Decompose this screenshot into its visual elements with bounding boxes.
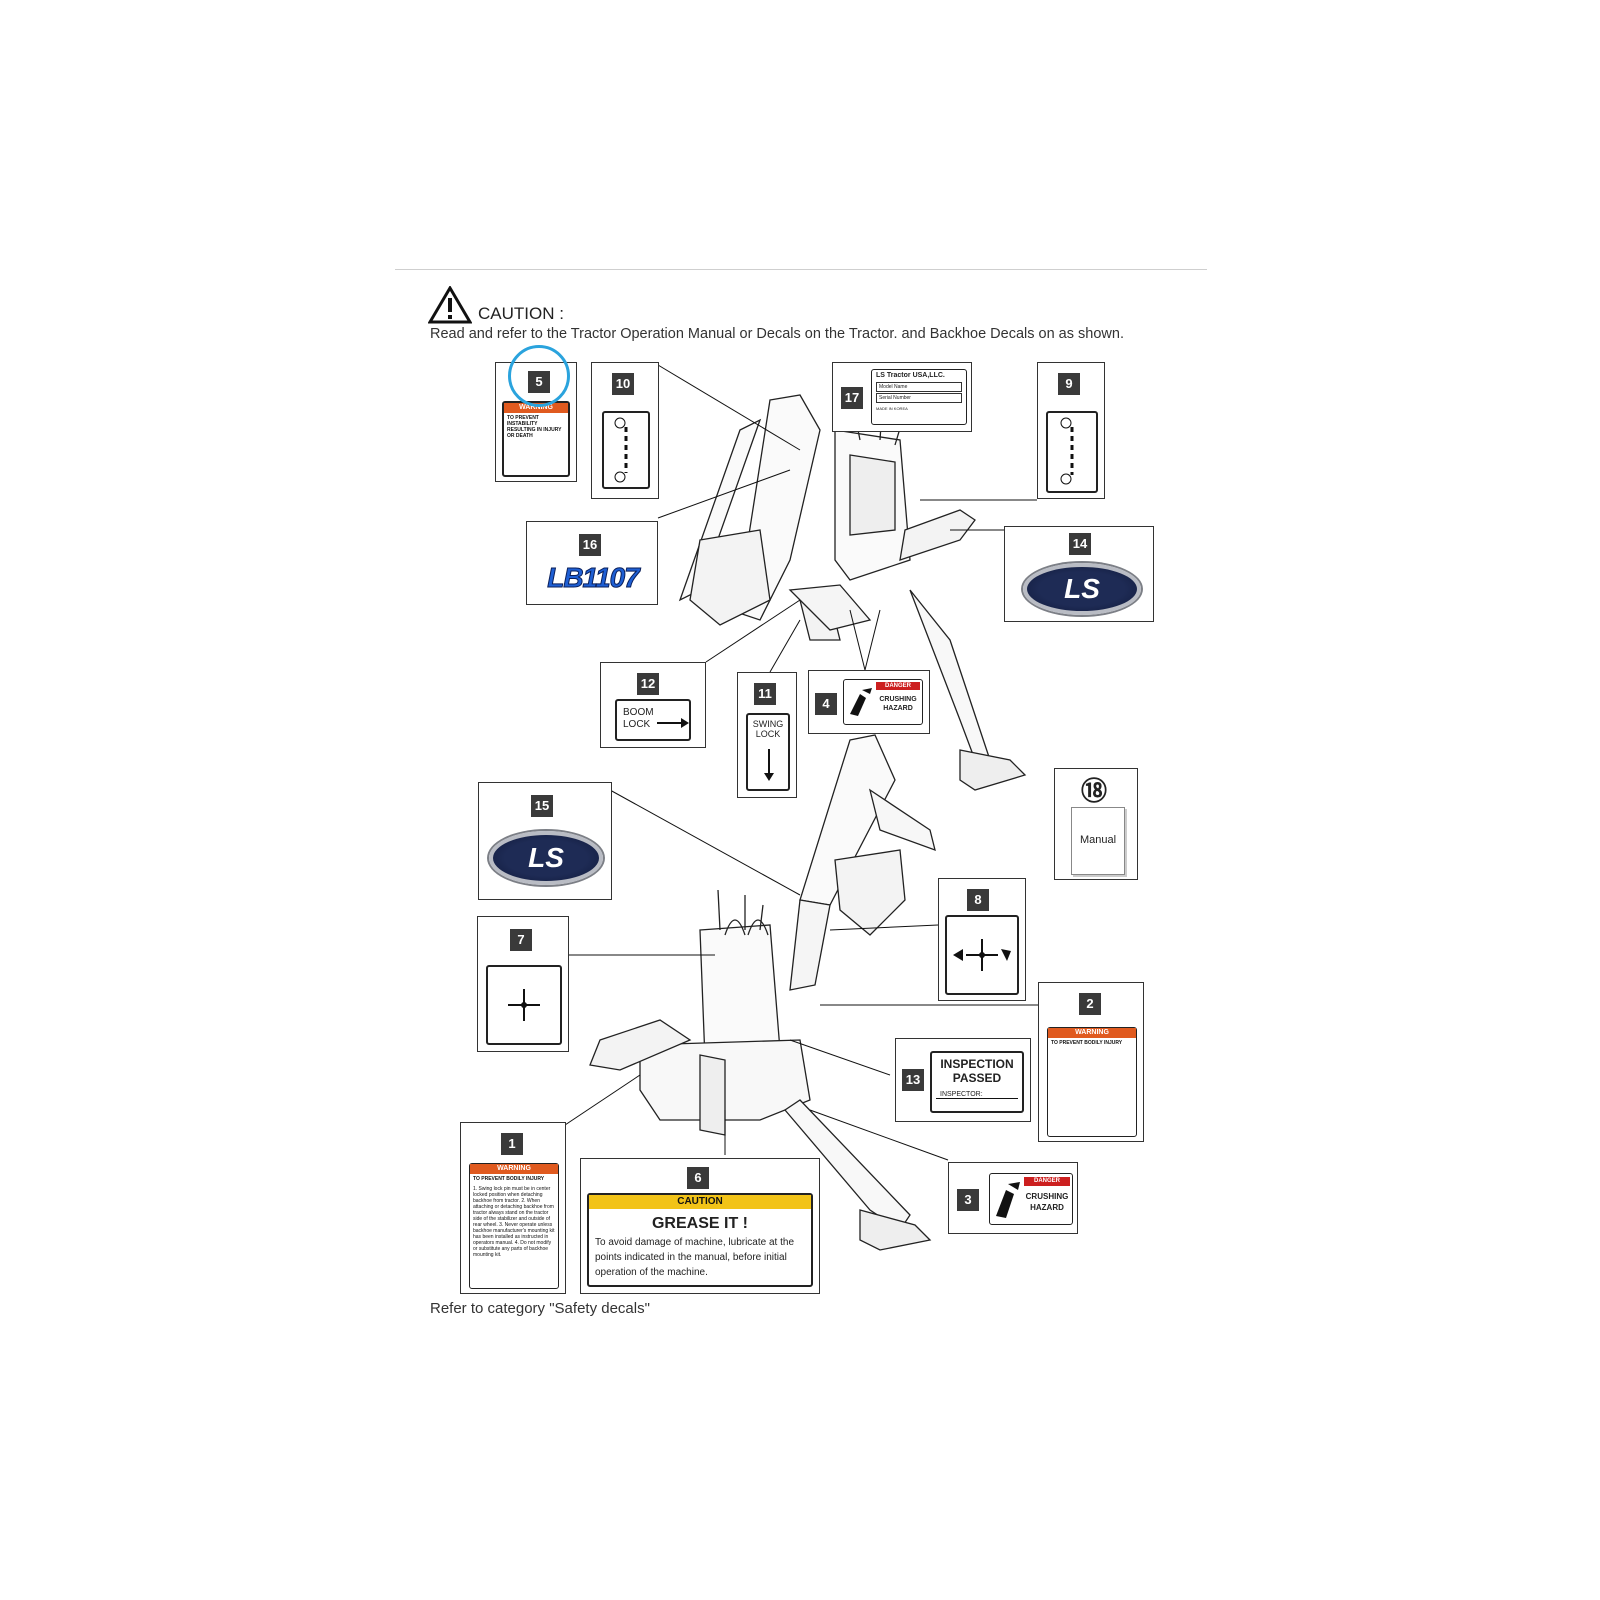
danger-decal: DANGER CRUSHING HAZARD xyxy=(989,1173,1073,1225)
field-serial: Serial Number xyxy=(876,393,962,403)
ls-logo: LS xyxy=(1023,563,1141,615)
decal-number: 8 xyxy=(967,889,989,911)
arrow-decal xyxy=(1046,411,1098,493)
ls-logo: LS xyxy=(489,831,603,885)
field-model: Model Name xyxy=(876,382,962,392)
made-in: MADE IN KOREA xyxy=(876,406,908,411)
decal-number: ⑱ xyxy=(1081,776,1108,806)
decal-title: TO PREVENT BODILY INJURY xyxy=(473,1176,545,1182)
manual-label: Manual xyxy=(1079,834,1117,846)
decal-4: 4 DANGER CRUSHING HAZARD xyxy=(808,670,930,734)
up-down-arrow-icon xyxy=(1060,417,1074,485)
controls-pattern-icon xyxy=(953,939,1011,971)
controls-decal xyxy=(945,915,1019,995)
grease-body: To avoid damage of machine, lubricate at… xyxy=(595,1237,795,1278)
decal-2: 2 WARNING TO PREVENT BODILY INJURY xyxy=(1038,982,1144,1142)
caution-header: CAUTION xyxy=(589,1195,811,1209)
inspection-label: INSPECTION xyxy=(940,1057,1014,1071)
decal-header: WARNING xyxy=(504,403,568,413)
boom-label: BOOM xyxy=(623,707,654,718)
decal-9: 9 xyxy=(1037,362,1105,499)
passed-label: PASSED xyxy=(952,1071,1002,1085)
decal-header: WARNING xyxy=(470,1164,558,1174)
danger-decal: DANGER CRUSHING HAZARD xyxy=(843,679,923,725)
caution-text: Read and refer to the Tractor Operation … xyxy=(430,326,1124,342)
caution-label: CAUTION : xyxy=(478,304,564,323)
hazard-label: HAZARD xyxy=(1030,1203,1064,1212)
grease-title: GREASE IT ! xyxy=(651,1215,748,1232)
decal-title: TO PREVENT INSTABILITY RESULTING IN INJU… xyxy=(507,415,562,439)
decal-number: 11 xyxy=(754,683,776,705)
danger-header: DANGER xyxy=(876,682,920,690)
decal-number: 14 xyxy=(1069,533,1091,555)
crushing-label: CRUSHING xyxy=(879,696,917,703)
crushing-hand-icon xyxy=(996,1182,1020,1218)
decal-number: 13 xyxy=(902,1069,924,1091)
decal-1: 1 WARNING TO PREVENT BODILY INJURY 1. Sw… xyxy=(460,1122,566,1294)
id-plate: LS Tractor USA,LLC. Model Name Serial Nu… xyxy=(871,369,967,425)
swing-lock-decal: SWING LOCK xyxy=(746,713,790,791)
decal-6: 6 CAUTION GREASE IT ! To avoid damage of… xyxy=(580,1158,820,1294)
crushing-hand-icon xyxy=(850,688,872,716)
decal-number: 6 xyxy=(687,1167,709,1189)
lock-label: LOCK xyxy=(623,719,651,730)
decal-header: WARNING xyxy=(1048,1028,1136,1038)
danger-header: DANGER xyxy=(1024,1177,1070,1186)
warning-decal: WARNING TO PREVENT BODILY INJURY 1. Swin… xyxy=(469,1163,559,1289)
decal-number: 3 xyxy=(957,1189,979,1211)
decal-13: 13 INSPECTION PASSED INSPECTOR: xyxy=(895,1038,1031,1122)
top-rule xyxy=(395,269,1207,270)
boom-lock-decal: BOOM LOCK xyxy=(615,699,691,741)
decal-3: 3 DANGER CRUSHING HAZARD xyxy=(948,1162,1078,1234)
arrow-down-icon xyxy=(764,749,774,781)
decal-number: 7 xyxy=(510,929,532,951)
decal-17: 17 LS Tractor USA,LLC. Model Name Serial… xyxy=(832,362,972,432)
highlight-circle xyxy=(508,345,570,407)
decal-number: 9 xyxy=(1058,373,1080,395)
up-down-arrow-icon xyxy=(614,417,628,483)
model-logo: LB1107 xyxy=(547,562,641,594)
controls-pattern-icon xyxy=(508,989,540,1021)
arrow-decal xyxy=(602,411,650,489)
decal-number: 1 xyxy=(501,1133,523,1155)
warning-decal: WARNING TO PREVENT INSTABILITY RESULTING… xyxy=(502,401,570,477)
decal-16: 16 LB1107 xyxy=(526,521,658,605)
decal-18: ⑱ Manual xyxy=(1054,768,1138,880)
decal-12: 12 BOOM LOCK xyxy=(600,662,706,748)
decal-7: 7 xyxy=(477,916,569,1052)
decal-number: 16 xyxy=(579,534,601,556)
decal-number: 15 xyxy=(531,795,553,817)
decal-10: 10 xyxy=(591,362,659,499)
inspector-label: INSPECTOR: xyxy=(936,1085,1018,1099)
footer-note: Refer to category "Safety decals" xyxy=(430,1300,650,1317)
caution-heading: CAUTION : xyxy=(428,286,564,324)
crushing-label: CRUSHING xyxy=(1025,1192,1069,1201)
decal-lines: 1. Swing lock pin must be in center lock… xyxy=(473,1186,555,1258)
decal-15: 15 LS xyxy=(478,782,612,900)
caution-decal: CAUTION GREASE IT ! To avoid damage of m… xyxy=(587,1193,813,1287)
swing-label: SWING xyxy=(752,719,784,729)
controls-decal xyxy=(486,965,562,1045)
company-name: LS Tractor USA,LLC. xyxy=(876,372,945,379)
warning-triangle-icon xyxy=(428,286,472,324)
inspection-decal: INSPECTION PASSED INSPECTOR: xyxy=(930,1051,1024,1113)
decal-number: 4 xyxy=(815,693,837,715)
manual-page: Manual xyxy=(1071,807,1125,875)
arrow-right-icon xyxy=(657,718,689,728)
decal-8: 8 xyxy=(938,878,1026,1001)
decal-number: 2 xyxy=(1079,993,1101,1015)
decal-number: 10 xyxy=(612,373,634,395)
decal-11: 11 SWING LOCK xyxy=(737,672,797,798)
decal-number: 17 xyxy=(841,387,863,409)
lock-label: LOCK xyxy=(755,729,781,739)
warning-decal: WARNING TO PREVENT BODILY INJURY xyxy=(1047,1027,1137,1137)
hazard-label: HAZARD xyxy=(883,705,913,712)
decal-number: 12 xyxy=(637,673,659,695)
decal-title: TO PREVENT BODILY INJURY xyxy=(1051,1040,1123,1046)
decal-14: 14 LS xyxy=(1004,526,1154,622)
